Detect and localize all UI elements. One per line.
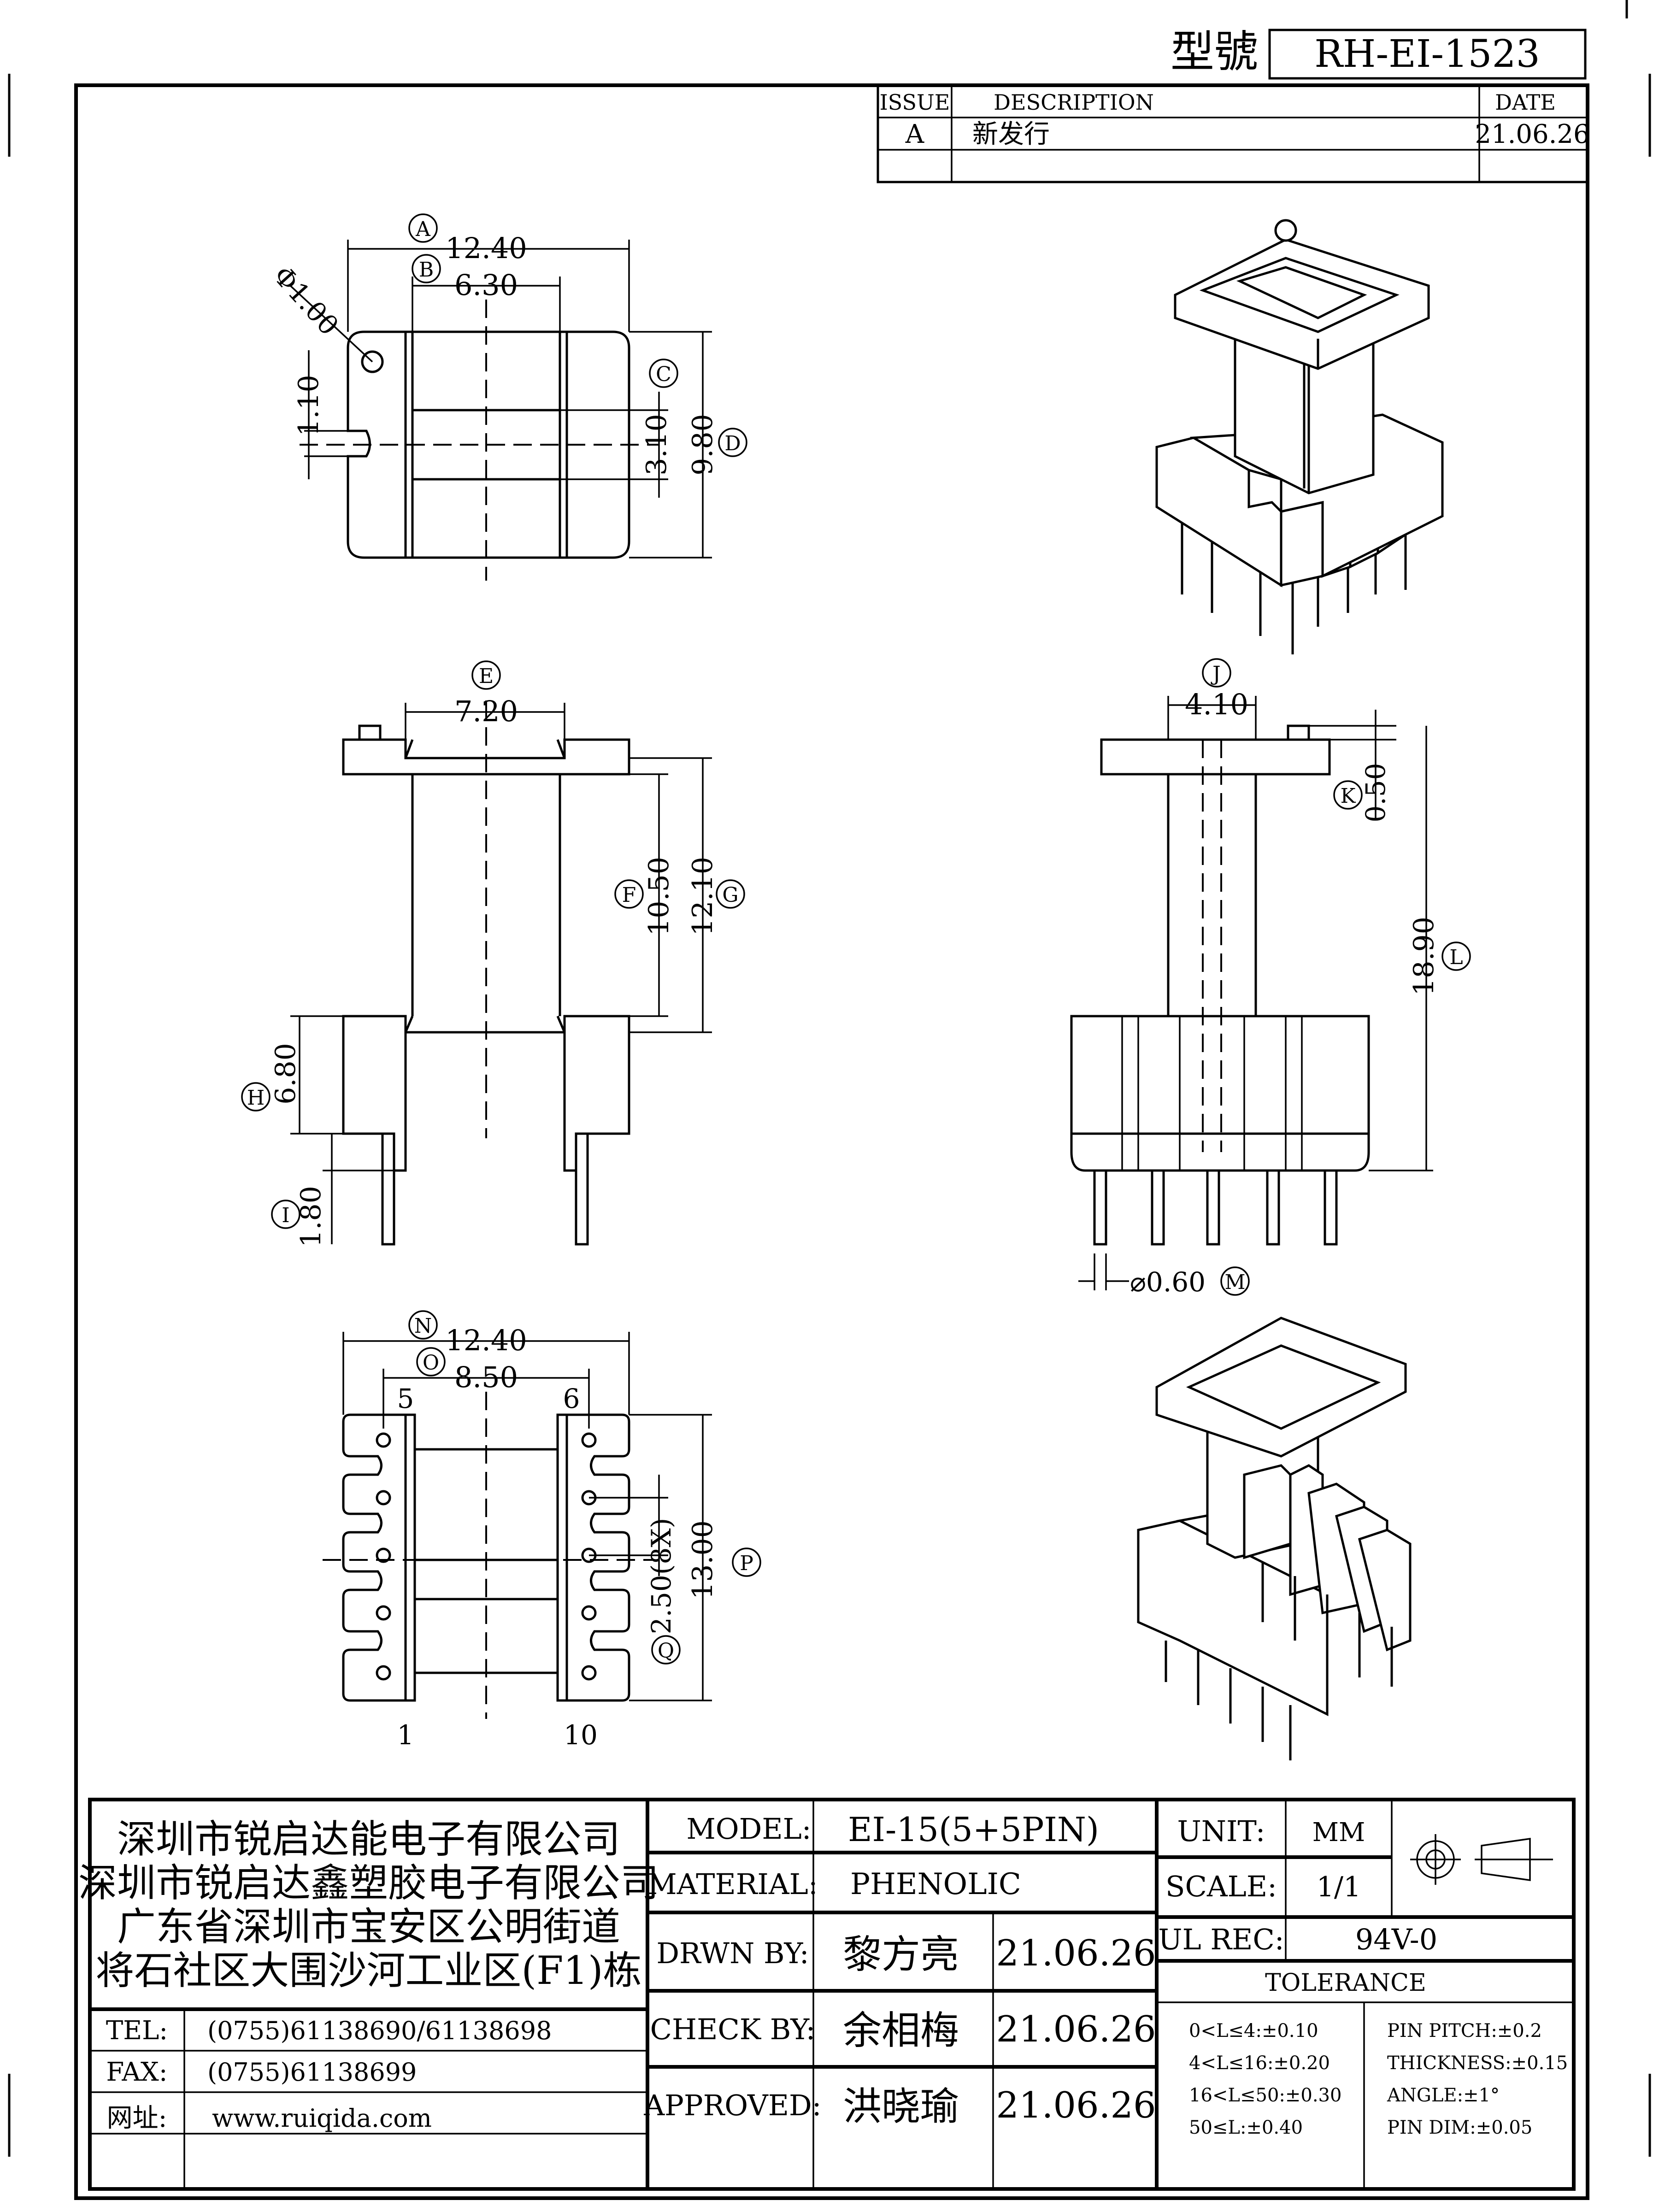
revision-issue-value: A xyxy=(905,119,924,149)
unit-value: MM xyxy=(1312,1818,1365,1847)
pin-5-label: 5 xyxy=(397,1383,414,1414)
check-date: 21.06.26 xyxy=(996,2009,1156,2050)
dim-f-value: 10.50 xyxy=(643,857,675,936)
check-name: 余相梅 xyxy=(843,2008,959,2053)
dim-f-label: F xyxy=(622,883,636,907)
fax-label: FAX: xyxy=(106,2057,167,2087)
dim-c-value: 3.10 xyxy=(641,414,673,476)
dim-a-value: 12.40 xyxy=(445,231,527,265)
dim-p-label: P xyxy=(740,1552,753,1575)
dim-d-value: 9.80 xyxy=(687,414,719,476)
dim-c-label: C xyxy=(656,363,671,386)
drawn-name: 黎方亮 xyxy=(843,1932,959,1977)
fax-value: (0755)61138699 xyxy=(207,2058,417,2087)
company-line-1: 深圳市锐启达能电子有限公司 xyxy=(117,1817,620,1862)
model-value: EI-15(5+5PIN) xyxy=(848,1810,1099,1849)
dim-j-label: J xyxy=(1211,662,1221,686)
dim-m-value: ⌀0.60 xyxy=(1130,1266,1206,1298)
tol-left-3: 16<L≤50:±0.30 xyxy=(1189,2085,1341,2106)
title-block: 深圳市锐启达能电子有限公司 深圳市锐启达鑫塑胶电子有限公司 广东省深圳市宝安区公… xyxy=(78,1798,1576,2191)
dim-n-label: N xyxy=(414,1314,432,1338)
dim-e-value: 7.20 xyxy=(454,694,518,728)
approved-label: APPROVED: xyxy=(643,2088,821,2122)
ul-value: 94V-0 xyxy=(1355,1923,1437,1956)
drawn-date: 21.06.26 xyxy=(996,1933,1156,1974)
tol-right-2: THICKNESS:±0.15 xyxy=(1387,2053,1568,2074)
model-number-label: 型號 xyxy=(1171,27,1258,77)
dim-phi-value: Φ1.00 xyxy=(267,260,345,341)
approved-name: 洪晓瑜 xyxy=(843,2084,959,2129)
tol-right-4: PIN DIM:±0.05 xyxy=(1387,2117,1532,2138)
dim-m-label: M xyxy=(1224,1271,1245,1294)
check-label: CHECK BY: xyxy=(650,2012,816,2046)
dim-110-value: 1.10 xyxy=(293,375,325,436)
company-line-4: 将石社区大围沙河工业区(F1)栋 xyxy=(95,1948,641,1993)
revision-description-header: DESCRIPTION xyxy=(994,90,1154,115)
tol-left-2: 4<L≤16:±0.20 xyxy=(1189,2053,1330,2074)
dim-a-label: A xyxy=(415,218,431,241)
tol-right-3: ANGLE:±1° xyxy=(1387,2085,1500,2106)
pin-10-label: 10 xyxy=(564,1719,598,1751)
revision-issue-header: ISSUE xyxy=(880,90,950,115)
dim-g-value: 12.10 xyxy=(687,857,719,936)
top-view: A 12.40 B 6.30 Φ1.00 1.10 3.10 C 9.80 D xyxy=(267,213,747,581)
tol-left-4: 50≤L:±0.40 xyxy=(1189,2117,1303,2138)
revision-description-value: 新发行 xyxy=(972,119,1050,149)
dim-i-value: 1.80 xyxy=(295,1186,327,1247)
material-label: MATERIAL: xyxy=(647,1867,818,1901)
dim-k-label: K xyxy=(1341,784,1356,808)
dim-l-value: 18.90 xyxy=(1408,917,1440,996)
isometric-view-bottom xyxy=(1137,1317,1412,1760)
tol-right-1: PIN PITCH:±0.2 xyxy=(1387,2020,1542,2041)
drawing-border xyxy=(74,83,1589,2200)
material-value: PHENOLIC xyxy=(850,1867,1021,1901)
revision-date-value: 21.06.26 xyxy=(1475,119,1589,149)
web-value: www.ruiqida.com xyxy=(212,2104,432,2133)
bottom-view: N 12.40 O 8.50 5 6 1 10 2.50(8X) Q 13.00… xyxy=(323,1310,761,1751)
dim-l-label: L xyxy=(1449,946,1463,969)
tel-value: (0755)61138690/61138698 xyxy=(207,2016,552,2045)
side-view: J 4.10 0.50 K 18.90 L ⌀0.60 M xyxy=(1070,658,1471,1298)
dim-h-value: 6.80 xyxy=(270,1043,302,1105)
revision-table: ISSUE DESCRIPTION DATE A 新发行 21.06.26 xyxy=(877,84,1590,183)
dim-e-label: E xyxy=(479,665,494,688)
dim-g-label: G xyxy=(722,883,738,907)
dim-b-label: B xyxy=(419,258,434,282)
model-label: MODEL: xyxy=(686,1812,811,1846)
dim-o-value: 8.50 xyxy=(454,1360,518,1394)
crop-marks xyxy=(8,0,1651,2157)
company-line-2: 深圳市锐启达鑫塑胶电子有限公司 xyxy=(78,1860,659,1906)
dim-d-label: D xyxy=(724,432,741,455)
unit-label: UNIT: xyxy=(1177,1814,1265,1848)
scale-label: SCALE: xyxy=(1165,1870,1277,1903)
dim-i-label: I xyxy=(282,1204,289,1227)
dim-pitch-value: 2.50(8X) xyxy=(646,1518,677,1635)
ul-label: UL REC: xyxy=(1158,1923,1284,1956)
dim-j-value: 4.10 xyxy=(1185,688,1248,721)
tol-left-1: 0<L≤4:±0.10 xyxy=(1189,2020,1318,2041)
revision-date-header: DATE xyxy=(1495,90,1556,115)
model-number-value: RH-EI-1523 xyxy=(1314,32,1540,76)
company-line-3: 广东省深圳市宝安区公明街道 xyxy=(117,1904,620,1949)
dim-b-value: 6.30 xyxy=(454,268,518,302)
dim-k-value: 0.50 xyxy=(1360,763,1391,822)
isometric-view-top xyxy=(1155,219,1444,654)
approved-date: 21.06.26 xyxy=(996,2085,1156,2126)
front-view: E 7.20 10.50 F 12.10 G 6.80 H 1.80 I xyxy=(241,660,745,1247)
drawn-label: DRWN BY: xyxy=(656,1936,809,1970)
scale-value: 1/1 xyxy=(1317,1871,1361,1903)
projection-symbol-icon xyxy=(1410,1834,1553,1885)
model-number-header: 型號 RH-EI-1523 xyxy=(1171,27,1587,80)
web-label: 网址: xyxy=(107,2103,167,2133)
dim-h-label: H xyxy=(247,1086,265,1110)
tolerance-label: TOLERANCE xyxy=(1265,1969,1426,1997)
dim-q-label: Q xyxy=(658,1639,674,1663)
dim-n-value: 12.40 xyxy=(445,1324,527,1357)
tel-label: TEL: xyxy=(106,2016,168,2046)
pin-1-label: 1 xyxy=(397,1719,414,1751)
dim-p-value: 13.00 xyxy=(687,1520,719,1600)
pin-6-label: 6 xyxy=(563,1383,580,1414)
dim-o-label: O xyxy=(423,1351,439,1375)
